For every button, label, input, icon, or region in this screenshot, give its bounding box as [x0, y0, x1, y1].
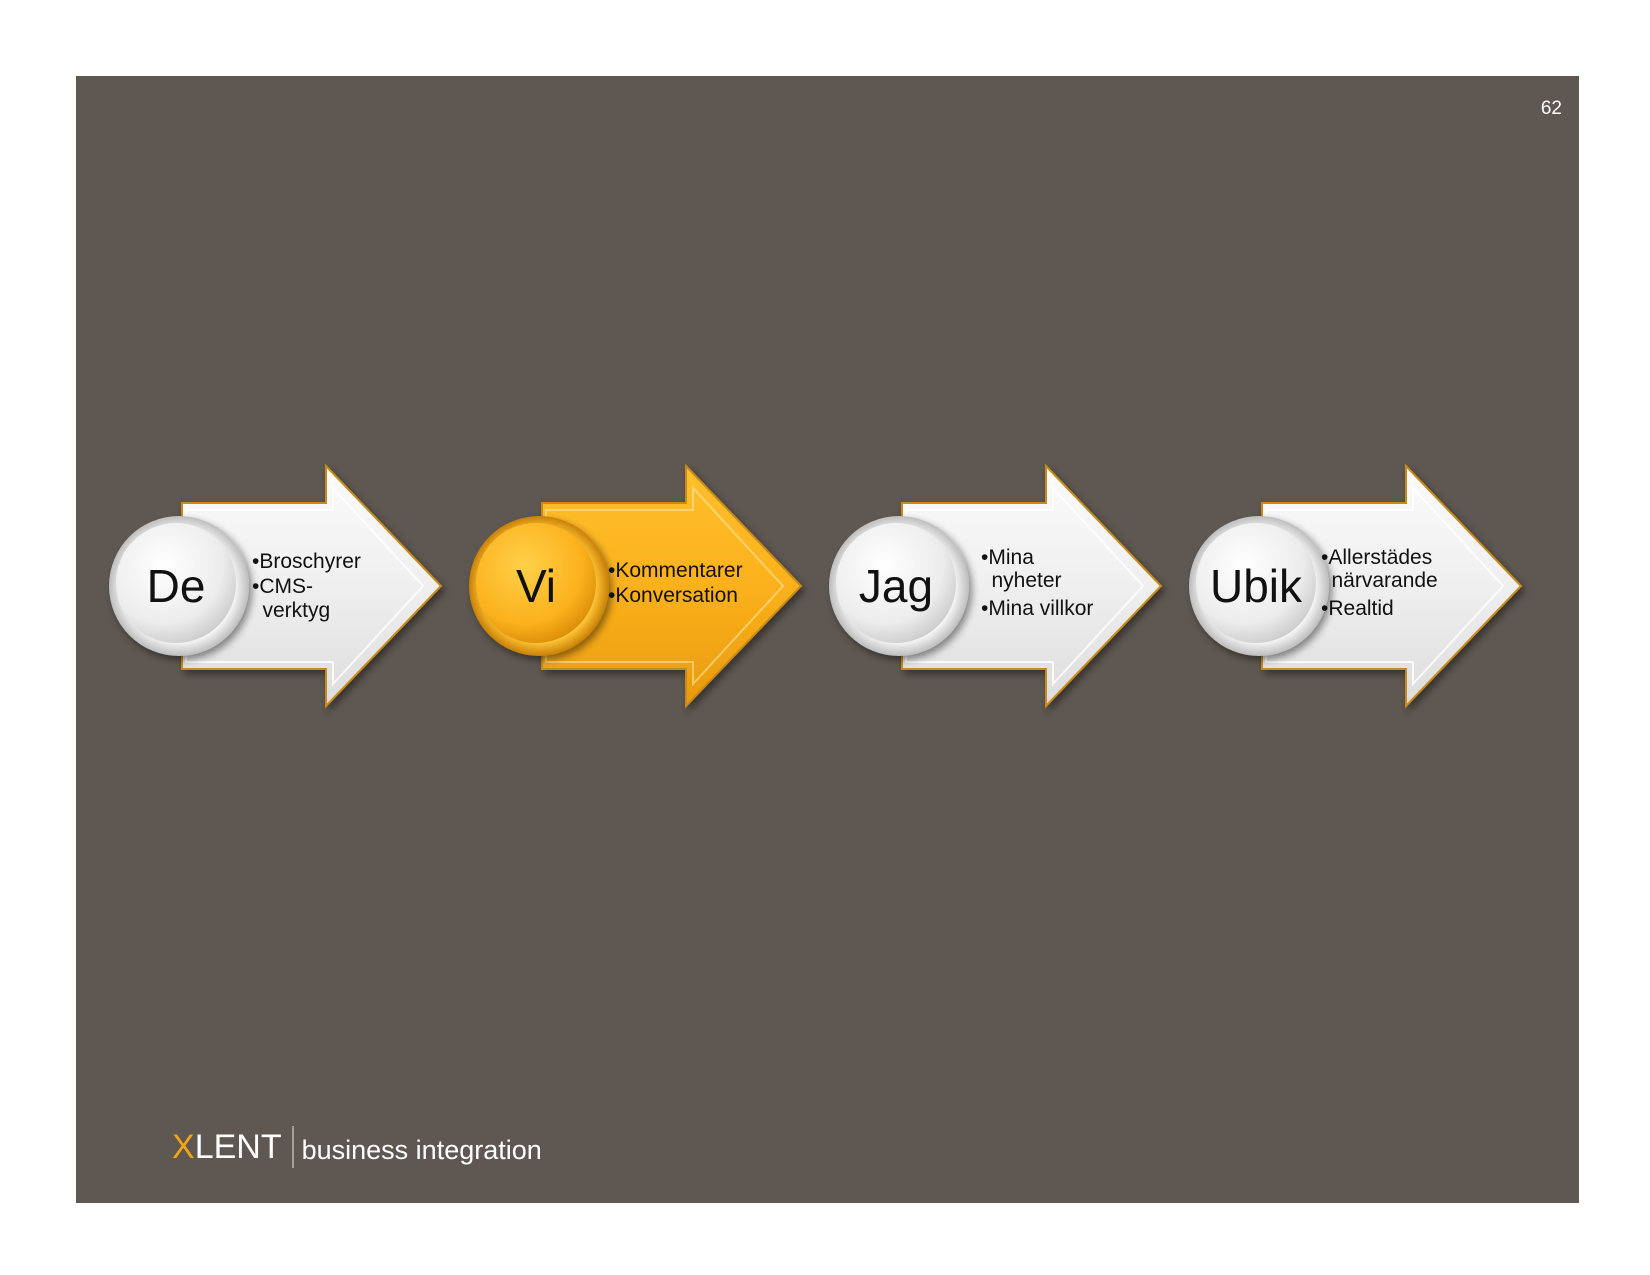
stage-bullet: •Broschyrer [252, 550, 361, 573]
stage-bullet: •Kommentarer [608, 559, 743, 582]
stage-arrow [901, 463, 1163, 709]
logo-mark: XLENT [172, 1130, 282, 1164]
stage-arrow-bevel [905, 485, 1145, 687]
logo-mark-rest: LENT [194, 1128, 282, 1166]
stage-bullet: verktyg [252, 599, 330, 622]
stage-label: Vi [516, 560, 556, 612]
stage-arrow-bevel [185, 485, 425, 687]
stage-label: Jag [859, 560, 933, 612]
page-number: 62 [1540, 98, 1562, 119]
stage-flow-diagram: De •Broschyrer•CMS- verktyg Vi •Kommentarer… [109, 463, 1523, 709]
stage-3: Jag •Mina nyheter •Mina villkor [829, 463, 1163, 709]
stage-arrow [541, 463, 803, 709]
stage-bullet: •CMS- [252, 575, 313, 598]
stage-bullet: nyheter [981, 569, 1062, 592]
xlent-logo: XLENT business integration [172, 1122, 542, 1172]
stage-1: De •Broschyrer•CMS- verktyg [109, 463, 443, 709]
stage-arrow [181, 463, 443, 709]
stage-label: Ubik [1210, 560, 1303, 612]
stage-bullet: •Realtid [1321, 597, 1394, 620]
stage-4: Ubik •Allerstädes närvarande •Realtid [1189, 463, 1523, 709]
stage-label: De [147, 560, 206, 612]
stage-arrow-bevel [1265, 485, 1505, 687]
stage-circle [116, 523, 236, 643]
stage-bullet: •Mina villkor [981, 597, 1093, 620]
slide: 62 [76, 76, 1579, 1203]
logo-mark-x: X [172, 1128, 195, 1166]
stage-circle [476, 523, 596, 643]
logo-divider [291, 1126, 294, 1168]
stage-arrow-bevel [545, 485, 785, 687]
stage-arrow [1261, 463, 1523, 709]
stage-circle [836, 523, 956, 643]
logo-tagline: business integration [301, 1134, 542, 1165]
stage-bullet: •Mina [981, 546, 1034, 569]
stage-bullet: •Konversation [608, 584, 738, 607]
stage-bullet: •Allerstädes [1321, 546, 1432, 569]
stage-2: Vi •Kommentarer•Konversation [469, 463, 803, 709]
stage-circle [1196, 523, 1316, 643]
stage-bullet: närvarande [1321, 569, 1438, 592]
